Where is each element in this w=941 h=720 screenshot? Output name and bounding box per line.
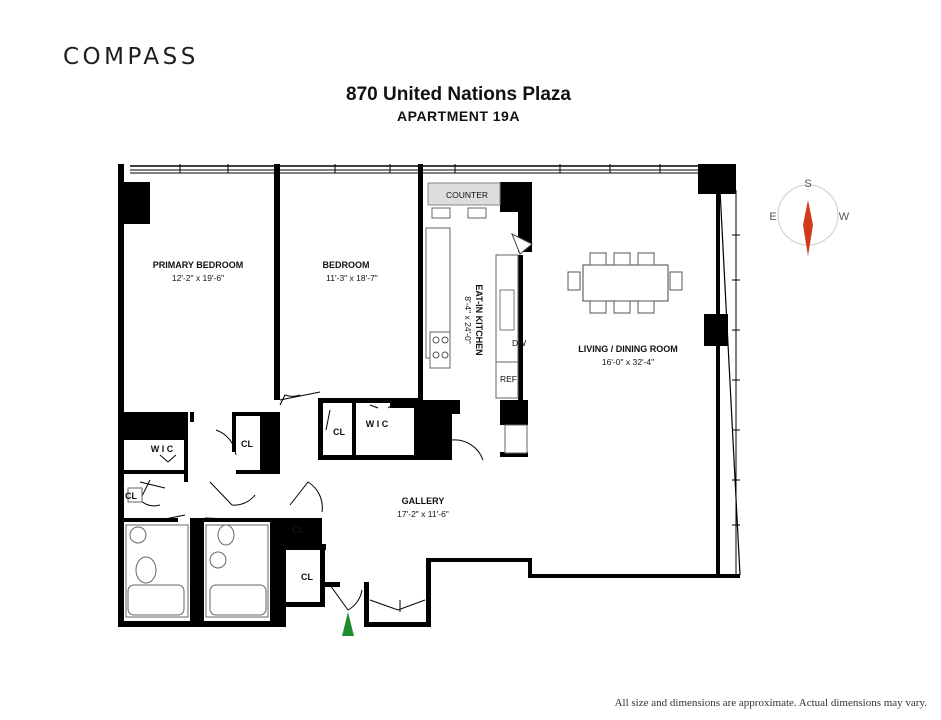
closet-label-3: CL (125, 491, 137, 501)
compass-needle-icon (803, 200, 813, 256)
closet-label-4: CL (292, 525, 304, 535)
kitchen-label: EAT-IN KITCHEN (474, 284, 484, 355)
gallery-label: GALLERY (402, 496, 445, 506)
doors-and-swings (139, 394, 484, 612)
dw-label: DW (512, 338, 526, 348)
bedroom-wic-label: W I C (366, 419, 389, 429)
kitchen-fixtures: COUNTER REF DW (425, 182, 533, 454)
bedroom-dims: 11'-3" x 18'-7" (326, 273, 378, 283)
compass-logo: COMPASS (63, 44, 199, 70)
gallery-dims: 17'-2" x 11'-6" (397, 509, 449, 519)
kitchen-dims: 8'-4" x 24'-0" (463, 296, 473, 344)
compass-rose: S E W (769, 178, 850, 256)
primary-bedroom-label: PRIMARY BEDROOM (153, 260, 244, 270)
structural-columns (118, 182, 728, 440)
apartment-number: APARTMENT 19A (397, 108, 520, 124)
counter-label: COUNTER (446, 190, 488, 200)
bathroom-fixtures (125, 487, 269, 618)
primary-bedroom-dims: 12'-2" x 19'-6" (172, 273, 224, 283)
closet-label-5: CL (301, 572, 313, 582)
living-dining-label: LIVING / DINING ROOM (578, 344, 678, 354)
primary-wic-label: W I C (151, 444, 174, 454)
building-address: 870 United Nations Plaza (346, 84, 571, 105)
ref-label: REF (500, 374, 517, 384)
bedroom-label: BEDROOM (323, 260, 370, 270)
room-labels: PRIMARY BEDROOM 12'-2" x 19'-6" BEDROOM … (125, 260, 678, 582)
dining-table (567, 252, 683, 314)
entry-arrow-icon (342, 612, 354, 636)
living-dining-dims: 16'-0" x 32'-4" (602, 357, 654, 367)
closet-label-2: CL (333, 427, 345, 437)
interior-walls (118, 164, 532, 627)
closet-label-1: CL (241, 439, 253, 449)
disclaimer-text: All size and dimensions are approximate.… (614, 697, 927, 709)
compass-west-letter: W (839, 211, 850, 223)
compass-east-letter: E (769, 211, 776, 223)
compass-north-letter: S (804, 178, 811, 190)
